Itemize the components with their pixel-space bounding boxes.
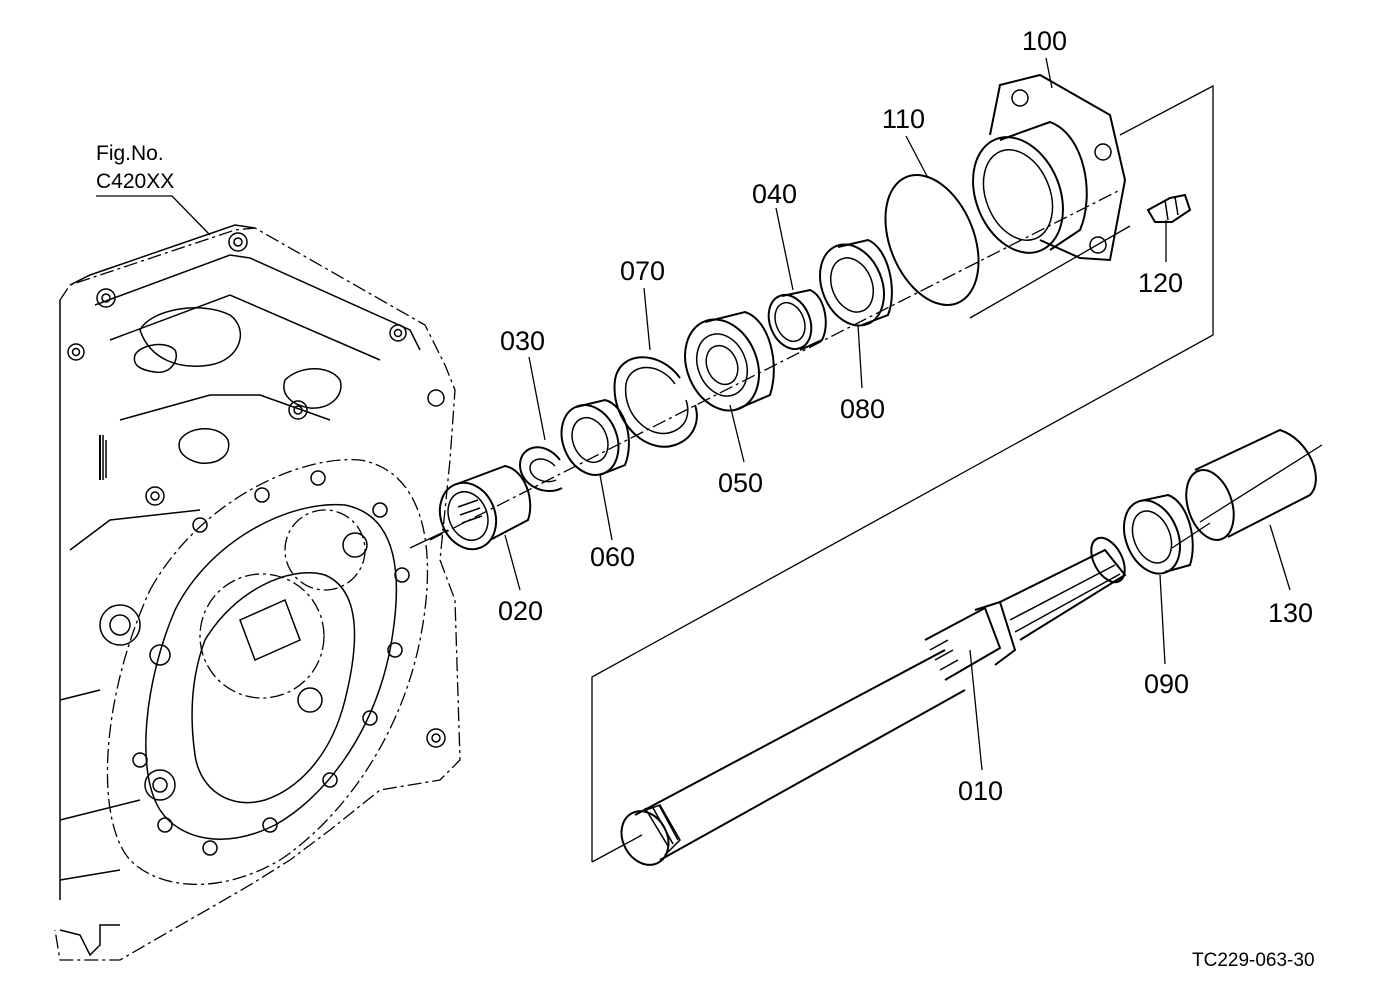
- part-label-060: 060: [590, 542, 635, 572]
- fig-no-value: C420XX: [96, 170, 174, 193]
- oil-seal-060: [560, 398, 630, 476]
- part-label-090: 090: [1144, 669, 1189, 699]
- leader-lines: [96, 57, 1291, 771]
- snap-ring-030: [518, 446, 563, 493]
- bearing-case-100: [972, 73, 1127, 262]
- part-label-010: 010: [958, 776, 1003, 806]
- oil-seal-080: [819, 238, 893, 327]
- diagram-reference-code: TC229-063-30: [1192, 950, 1315, 971]
- part-label-020: 020: [498, 596, 543, 626]
- part-label-100: 100: [1022, 26, 1067, 56]
- part-label-030: 030: [500, 326, 545, 356]
- part-label-050: 050: [718, 468, 763, 498]
- assembly-boundary: [409, 84, 1323, 863]
- needle-bearing-020: [438, 464, 532, 551]
- pto-shaft-010: [620, 536, 1127, 866]
- fig-no-label: Fig.No.: [96, 142, 164, 165]
- oil-seal-090: [1123, 493, 1194, 575]
- o-ring-110: [884, 174, 980, 306]
- collar-040: [767, 288, 827, 351]
- part-label-120: 120: [1138, 268, 1183, 298]
- part-label-070: 070: [620, 256, 665, 286]
- snap-ring-070: [613, 356, 698, 448]
- transmission-case: [54, 224, 461, 961]
- ball-bearing-050: [684, 310, 775, 412]
- part-label-080: 080: [840, 394, 885, 424]
- sleeve-130: [1185, 428, 1317, 541]
- plug-120: [1146, 193, 1192, 223]
- figure-number: Fig.No. C420XX: [96, 142, 174, 193]
- part-label-130: 130: [1268, 598, 1313, 628]
- part-label-110: 110: [882, 104, 925, 134]
- part-label-040: 040: [752, 179, 797, 209]
